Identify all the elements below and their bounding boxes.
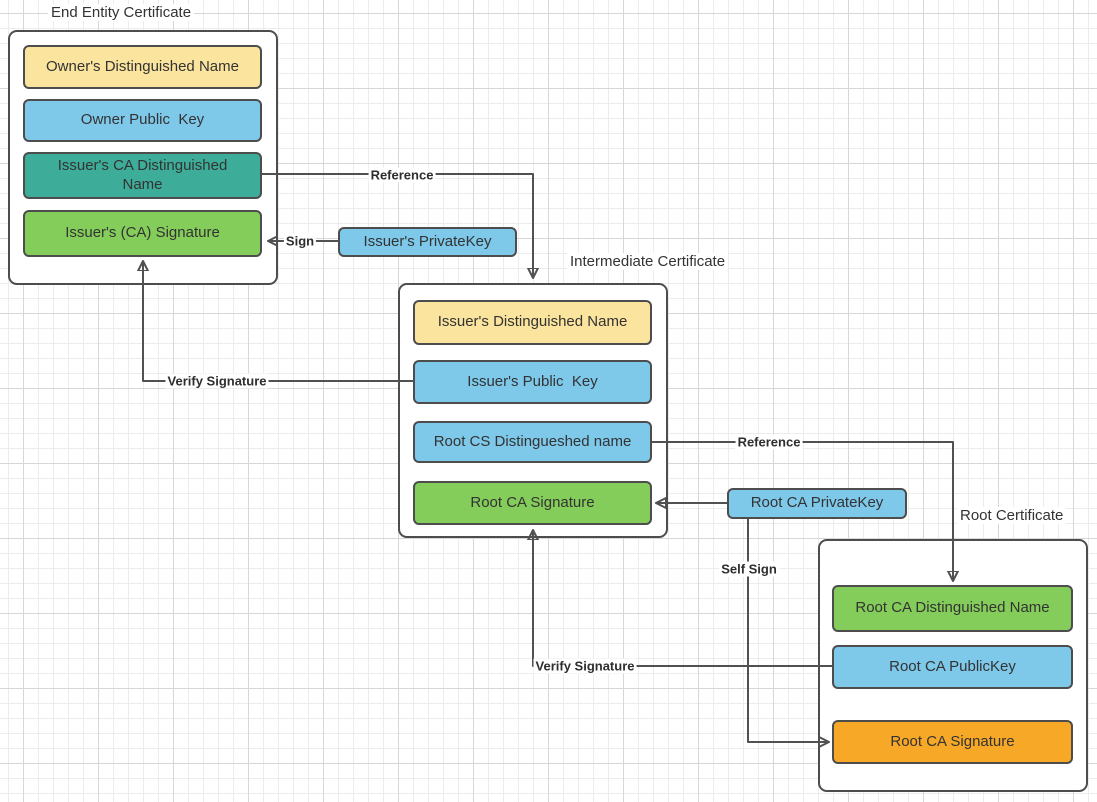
reference-label-2: Reference	[735, 434, 803, 450]
issuer-ca-signature-box: Issuer's (CA) Signature	[23, 210, 262, 257]
reference-arrow-to-intermediate	[262, 173, 533, 278]
root-certificate-title: Root Certificate	[957, 507, 1067, 524]
reference-label-1: Reference	[368, 167, 436, 183]
self-sign-label: Self Sign	[719, 561, 779, 577]
root-ca-publickey-box: Root CA PublicKey	[832, 645, 1073, 689]
owner-distinguished-name-box: Owner's Distinguished Name	[23, 45, 262, 89]
root-ca-distinguished-name-box: Root CA Distinguished Name	[832, 585, 1073, 632]
issuer-distinguished-name-box: Issuer's Distinguished Name	[413, 300, 652, 345]
root-ca-privatekey-box: Root CA PrivateKey	[727, 488, 907, 519]
issuer-public-key-box: Issuer's Public Key	[413, 360, 652, 404]
root-cs-distingueshed-name-box: Root CS Distingueshed name	[413, 421, 652, 463]
issuer-ca-distinguished-name-box: Issuer's CA Distinguished Name	[23, 152, 262, 199]
self-sign-arrow	[747, 519, 829, 742]
sign-label: Sign	[283, 233, 317, 249]
verify-signature-arrow-to-intermediate	[533, 530, 832, 667]
root-ca-signature-orange-box: Root CA Signature	[832, 720, 1073, 764]
intermediate-certificate-title: Intermediate Certificate	[567, 253, 729, 270]
end-entity-certificate-title: End Entity Certificate	[48, 4, 195, 21]
owner-public-key-box: Owner Public Key	[23, 99, 262, 142]
root-ca-signature-green-box: Root CA Signature	[413, 481, 652, 525]
issuers-privatekey-box: Issuer's PrivateKey	[338, 227, 517, 257]
verify-signature-label-1: Verify Signature	[165, 373, 269, 389]
verify-signature-label-2: Verify Signature	[533, 658, 637, 674]
